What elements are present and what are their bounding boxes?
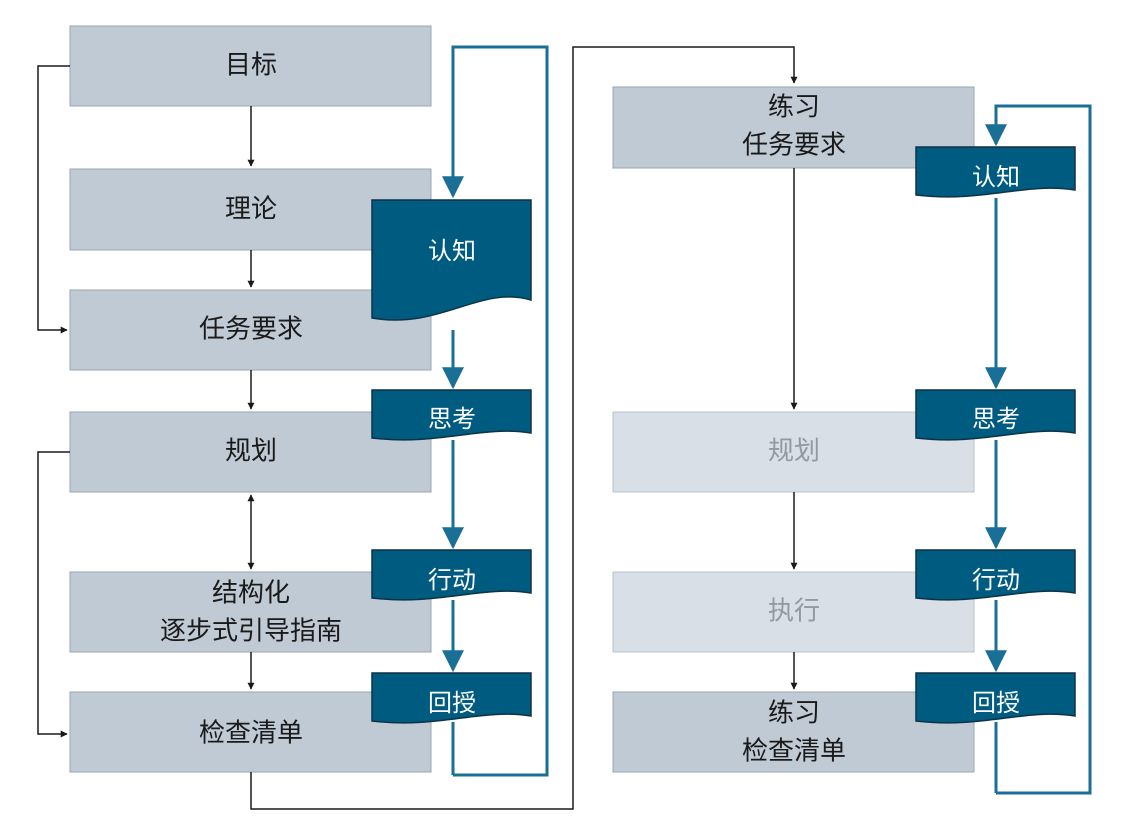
box-right-plan-label: 规划 <box>768 437 820 467</box>
tag-left-thinking-label: 思考 <box>428 405 476 433</box>
tag-right-feedback: 回授 <box>915 672 1076 724</box>
box-task-label: 任务要求 <box>199 315 303 345</box>
box-right-plan: 规划 <box>612 411 975 493</box>
box-practice-check: 练习 检查清单 <box>612 691 975 773</box>
box-guide-label-1: 结构化 <box>212 579 290 609</box>
box-task: 任务要求 <box>69 289 432 371</box>
box-practice-task: 练习 任务要求 <box>612 86 975 169</box>
tag-right-cognition: 认知 <box>915 146 1076 198</box>
box-practice-task-label-1: 练习 <box>768 93 820 123</box>
tag-left-action: 行动 <box>371 549 532 601</box>
box-plan-label: 规划 <box>225 437 277 467</box>
box-plan: 规划 <box>69 411 432 493</box>
arrow-goal-to-task <box>37 65 70 334</box>
box-guide: 结构化 逐步式引导指南 <box>69 571 432 653</box>
tag-right-action: 行动 <box>915 549 1076 601</box>
box-theory: 理论 <box>69 168 432 251</box>
box-goal-label: 目标 <box>225 51 277 81</box>
tag-right-thinking-label: 思考 <box>972 405 1020 433</box>
tag-left-cognition-label: 认知 <box>428 237 476 265</box>
tag-left-cognition: 认知 <box>371 199 532 321</box>
box-theory-label: 理论 <box>225 195 277 225</box>
right-blue-loop <box>985 104 1092 795</box>
box-checklist: 检查清单 <box>69 691 432 773</box>
box-execute-label: 执行 <box>768 597 820 627</box>
tag-right-feedback-label: 回授 <box>972 689 1020 717</box>
left-flow-arrows <box>37 46 798 810</box>
tag-left-feedback: 回授 <box>371 672 532 724</box>
arrow-plan-to-checklist <box>37 451 70 738</box>
tag-left-action-label: 行动 <box>428 566 476 594</box>
tag-right-action-label: 行动 <box>972 566 1020 594</box>
tag-right-thinking: 思考 <box>915 389 1076 441</box>
arrow-checklist-to-practice <box>250 46 798 810</box>
box-practice-task-label-2: 任务要求 <box>742 131 846 161</box>
left-blue-loop <box>442 45 549 777</box>
box-guide-label-2: 逐步式引导指南 <box>160 617 342 647</box>
box-execute: 执行 <box>612 571 975 653</box>
box-checklist-label: 检查清单 <box>199 719 303 749</box>
box-practice-check-label-2: 检查清单 <box>742 737 846 767</box>
box-goal: 目标 <box>69 25 432 107</box>
tag-left-thinking: 思考 <box>371 389 532 441</box>
box-practice-check-label-1: 练习 <box>768 699 820 729</box>
tag-right-cognition-label: 认知 <box>972 163 1020 191</box>
tag-left-feedback-label: 回授 <box>428 689 476 717</box>
